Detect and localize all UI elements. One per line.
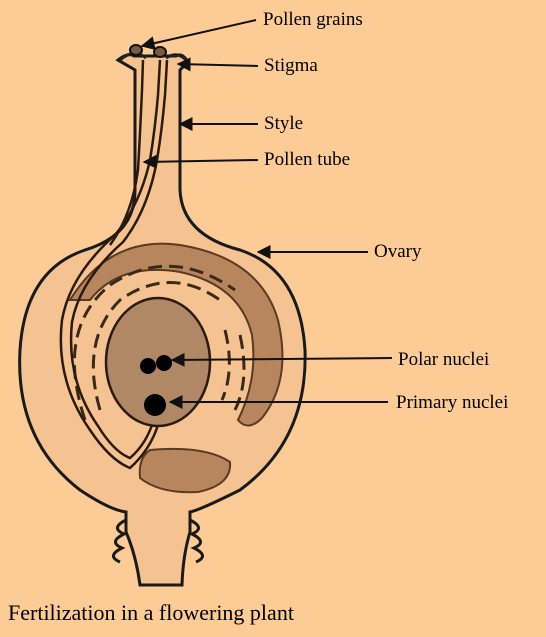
ovule-band-lower — [138, 447, 232, 494]
label-style: Style — [264, 113, 304, 134]
polar-nuclei — [140, 355, 172, 374]
leader-arrows — [140, 19, 393, 409]
label-stigma: Stigma — [264, 55, 318, 76]
pollen-tube-left — [108, 59, 145, 246]
figure-caption: Fertilization in a flowering plant — [8, 600, 294, 625]
primary-nucleus — [144, 394, 166, 416]
label-pollen-tube: Pollen tube — [264, 149, 351, 170]
label-polar-nuclei: Polar nuclei — [398, 349, 490, 370]
base-frills — [112, 518, 204, 564]
label-ovary: Ovary — [374, 241, 422, 262]
label-pollen-grains: Pollen grains — [263, 9, 363, 30]
ovule-band — [68, 242, 284, 427]
label-primary-nuclei: Primary nuclei — [396, 392, 509, 413]
